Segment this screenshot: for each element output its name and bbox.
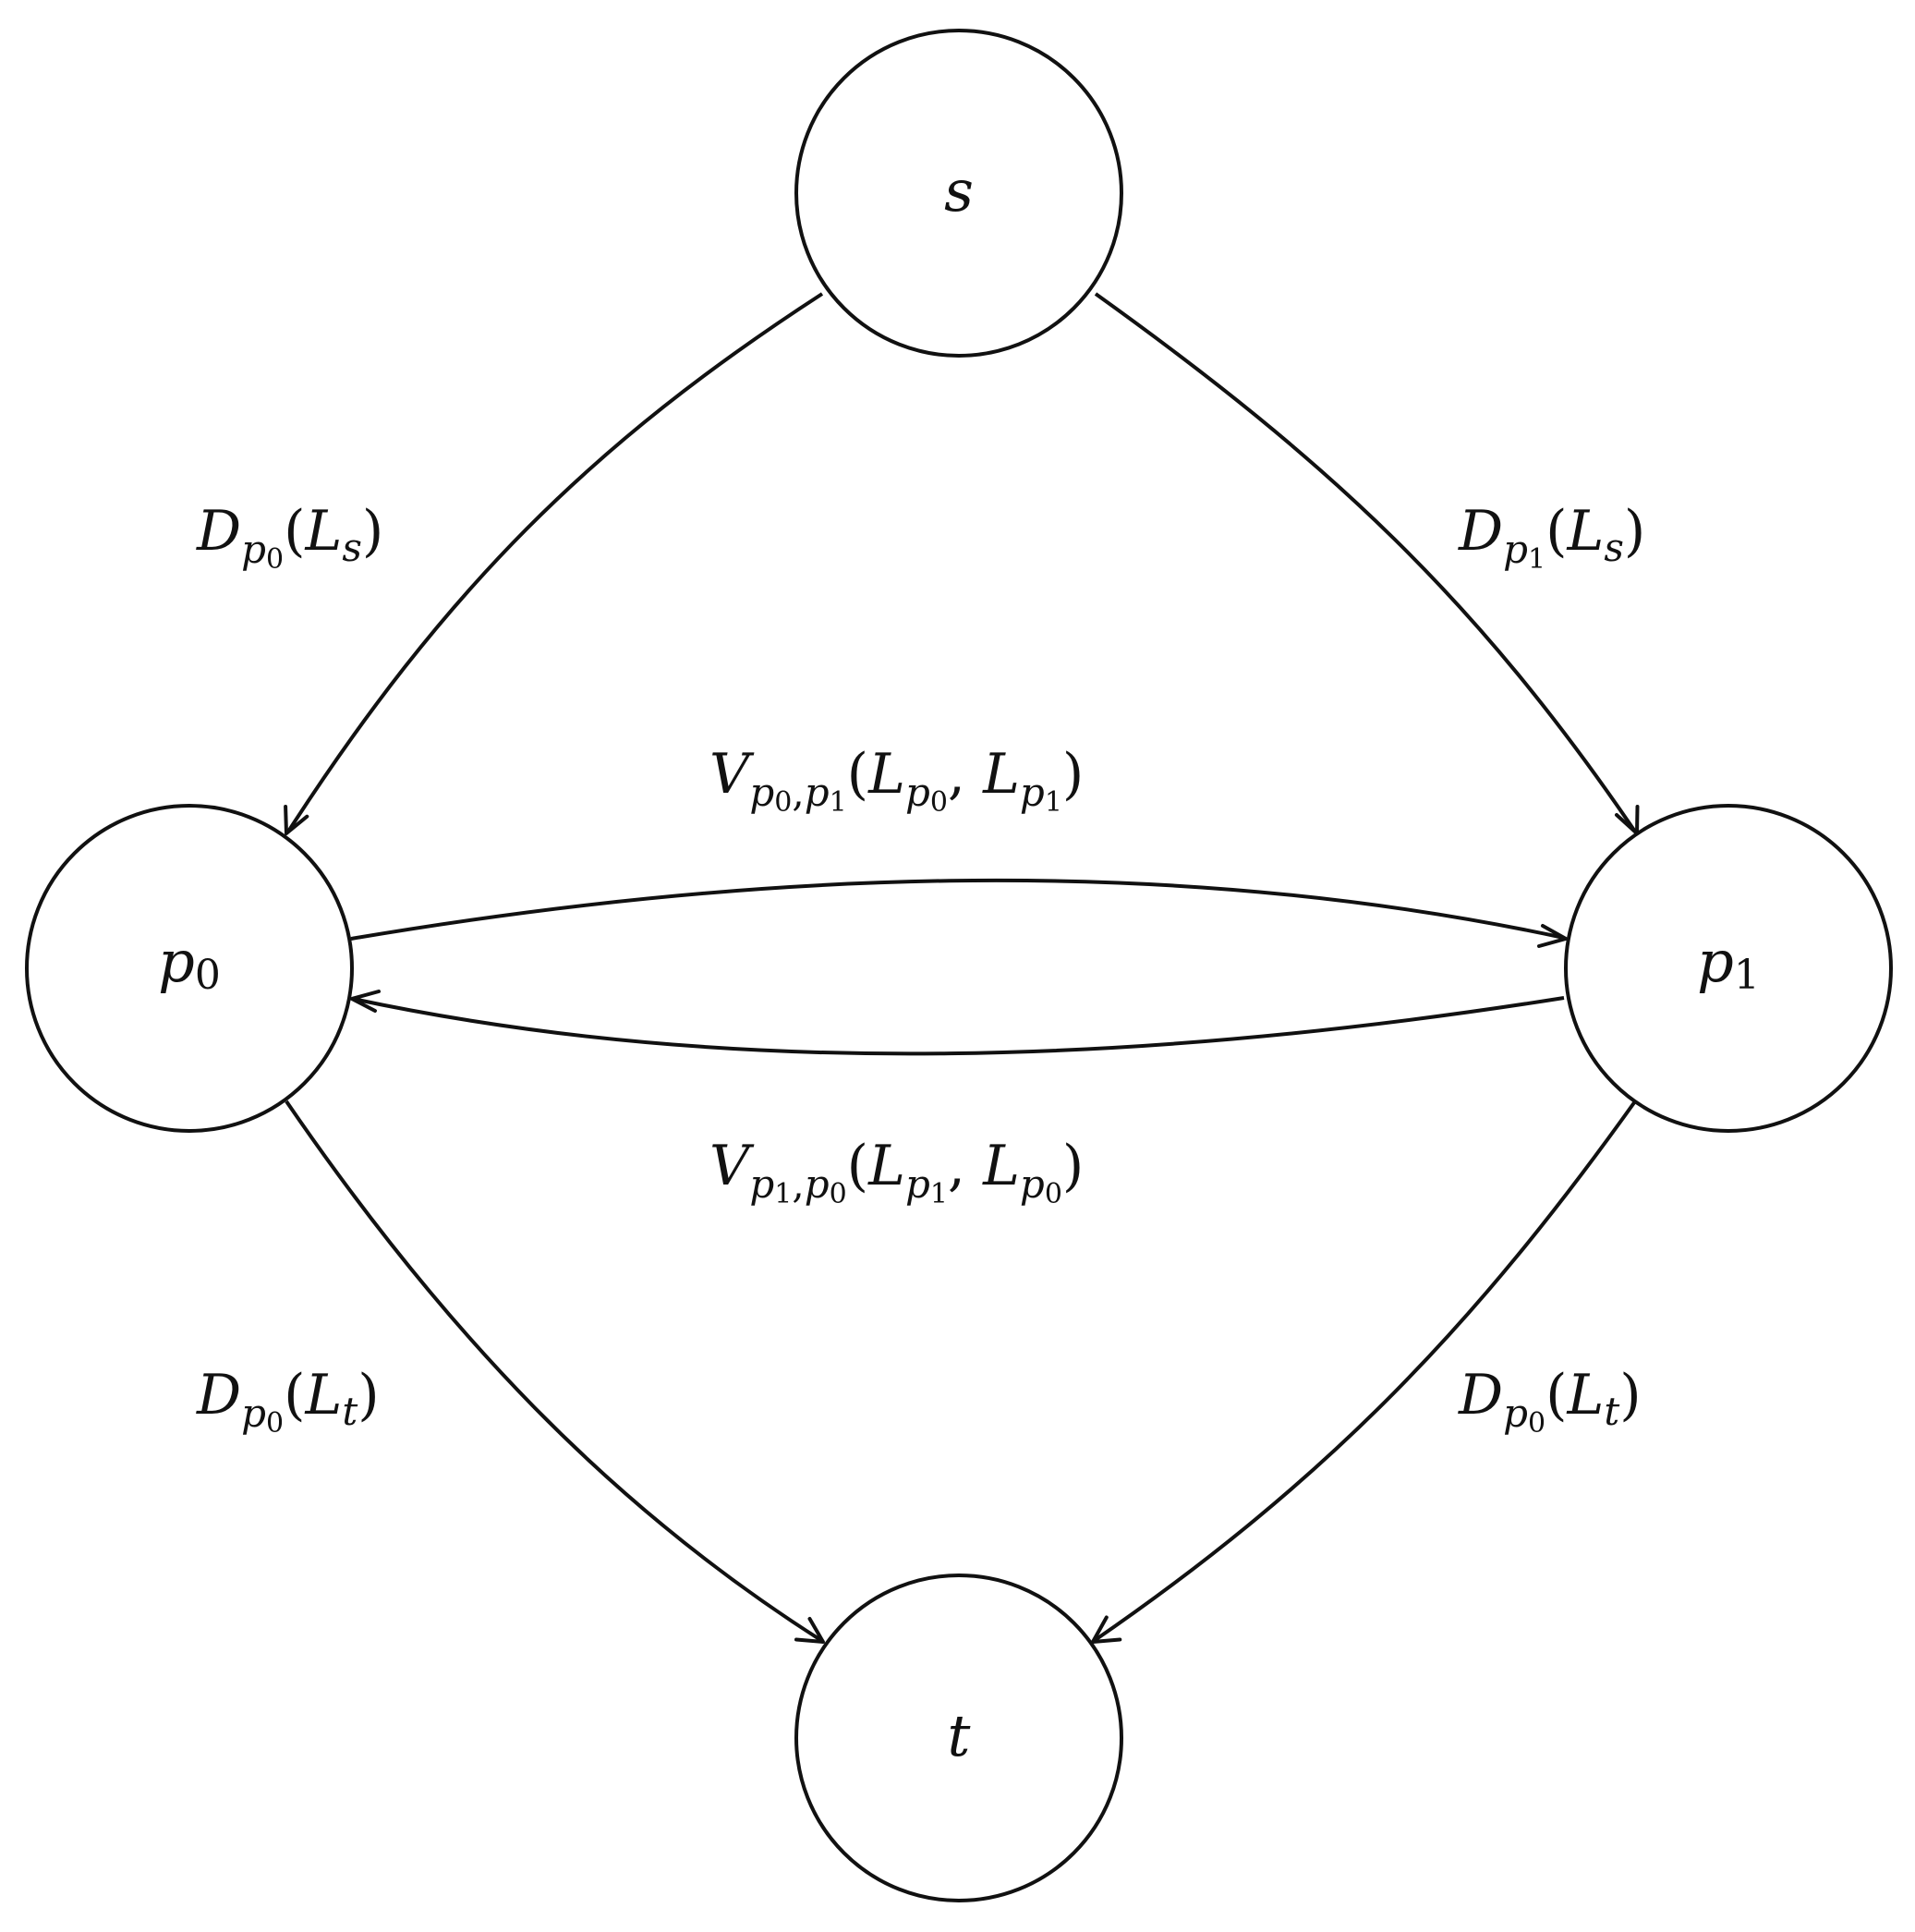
arrowhead-p0-t: [794, 1617, 825, 1644]
edge-label-p0-t: Dp0(Lt): [196, 1363, 380, 1440]
node-p1-label-sub: 1: [1734, 952, 1760, 999]
edge-p1-p0: [352, 996, 1565, 1056]
node-p0-label: p0: [158, 928, 221, 999]
edge-p0-p1: [350, 878, 1565, 941]
arrowhead-p1-t: [1091, 1615, 1122, 1644]
edge-label-p1-t: Dp0(Lt): [1458, 1363, 1642, 1440]
edge-label-p0-p1: Vp0,p1(Lp0, Lp1): [709, 742, 1084, 819]
node-p1-circle: [1564, 804, 1893, 1133]
edge-label-s-p0: Dp0(Ls): [196, 499, 383, 576]
edge-p0-t: [285, 1100, 824, 1643]
node-p1-label: p1: [1697, 928, 1760, 999]
node-p0-circle: [25, 804, 354, 1133]
node-s-label: s: [944, 157, 974, 225]
node-s-circle: [794, 29, 1123, 358]
node-p0-label-sub: 0: [195, 952, 221, 999]
node-t: t: [794, 1574, 1123, 1902]
arrowhead-s-p0: [284, 805, 309, 835]
edge-s-p1: [1094, 292, 1637, 833]
node-t-circle: [794, 1574, 1123, 1902]
edge-label-s-p1: Dp1(Ls): [1458, 499, 1645, 576]
node-t-label: t: [948, 1702, 971, 1769]
node-p1-label-base: p: [1697, 928, 1734, 995]
edge-s-p0: [286, 292, 824, 833]
node-s: s: [794, 29, 1123, 358]
arrowhead-p1-p0: [350, 990, 381, 1013]
node-p0: p0: [25, 804, 354, 1133]
node-p0-label-base: p: [158, 928, 195, 995]
edge-label-p1-p0: Vp1,p0(Lp1, Lp0): [709, 1134, 1084, 1210]
edges: [284, 292, 1640, 1644]
edge-p1-t: [1092, 1100, 1637, 1643]
node-p1: p1: [1564, 804, 1893, 1133]
arrowhead-p0-p1: [1537, 924, 1568, 948]
